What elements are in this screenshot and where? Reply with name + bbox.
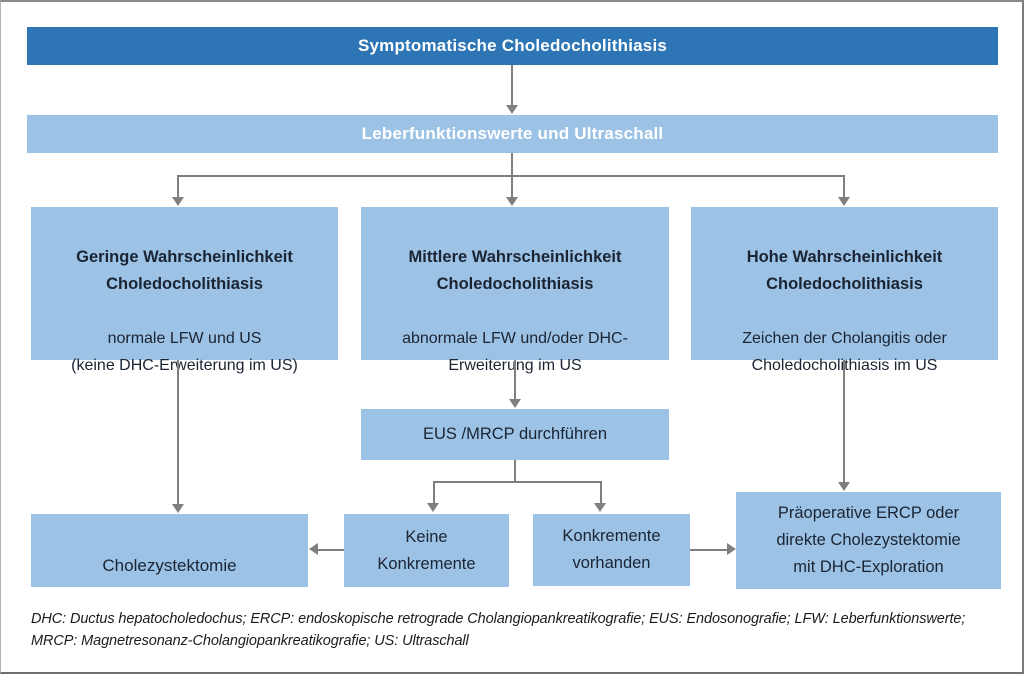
- connector-branch-bar: [177, 175, 845, 177]
- outcome-box-cholecystectomy: Cholezystektomie: [31, 514, 308, 587]
- outcome-box-no-stones: Keine Konkremente: [344, 514, 509, 587]
- connector-split-no-stones: [433, 481, 435, 504]
- probability-box-medium: Mittlere Wahrscheinlichkeit Choledocholi…: [361, 207, 669, 374]
- connector-high-to-preoperative: [843, 360, 845, 483]
- connector-medium-to-procedure: [514, 360, 516, 400]
- connector-branch-low: [177, 175, 179, 199]
- abbreviation-legend: DHC: Ductus hepatocholedochus; ERCP: end…: [31, 611, 966, 649]
- arrowhead-down-icon: [427, 503, 439, 512]
- connector-no-stones-to-cholecystectomy: [318, 549, 344, 551]
- probability-box-low: Geringe Wahrscheinlichkeit Choledocholit…: [31, 207, 338, 374]
- arrowhead-right-icon: [727, 543, 736, 555]
- connector-split-stones: [600, 481, 602, 504]
- probability-box-high-title: Hohe Wahrscheinlichkeit Choledocholithia…: [746, 248, 943, 293]
- arrowhead-left-icon: [309, 543, 318, 555]
- outcome-stones-present-label: Konkremente vorhanden: [562, 527, 661, 572]
- outcome-no-stones-label: Keine Konkremente: [377, 527, 476, 573]
- title-bar-label: Symptomatische Choledocholithiasis: [357, 36, 668, 55]
- connector-title-to-assessment: [511, 65, 513, 106]
- outcome-box-stones-present: Konkremente vorhanden: [533, 514, 690, 586]
- arrowhead-down-icon: [594, 503, 606, 512]
- arrowhead-down-icon: [838, 197, 850, 206]
- connector-branch-high: [843, 175, 845, 199]
- probability-box-high-detail: Zeichen der Cholangitis oder Choledochol…: [742, 330, 947, 374]
- outcome-preoperative-ercp-label: Präoperative ERCP oder direkte Cholezyst…: [776, 504, 961, 576]
- probability-box-medium-title: Mittlere Wahrscheinlichkeit Choledocholi…: [408, 248, 622, 293]
- connector-procedure-stem: [514, 460, 516, 483]
- assessment-bar-label: Leberfunktionswerte und Ultraschall: [361, 124, 664, 143]
- probability-box-low-title: Geringe Wahrscheinlichkeit Choledocholit…: [76, 248, 293, 293]
- assessment-bar: Leberfunktionswerte und Ultraschall: [27, 115, 998, 153]
- arrowhead-down-icon: [172, 504, 184, 513]
- arrowhead-down-icon: [506, 197, 518, 206]
- arrowhead-down-icon: [838, 482, 850, 491]
- probability-box-high: Hohe Wahrscheinlichkeit Choledocholithia…: [691, 207, 998, 374]
- outcome-cholecystectomy-label: Cholezystektomie: [102, 556, 237, 575]
- connector-low-to-cholecystectomy: [177, 360, 179, 505]
- probability-box-low-detail: normale LFW und US (keine DHC-Erweiterun…: [71, 330, 298, 374]
- arrowhead-down-icon: [509, 399, 521, 408]
- procedure-box-eus-mrcp: EUS /MRCP durchführen: [361, 409, 669, 460]
- connector-stones-to-preoperative: [690, 549, 727, 551]
- outcome-box-preoperative-ercp: Präoperative ERCP oder direkte Cholezyst…: [736, 492, 1001, 589]
- title-bar: Symptomatische Choledocholithiasis: [27, 27, 998, 65]
- procedure-box-label: EUS /MRCP durchführen: [422, 425, 608, 443]
- probability-box-medium-detail: abnormale LFW und/oder DHC- Erweiterung …: [402, 330, 628, 374]
- arrowhead-down-icon: [506, 105, 518, 114]
- connector-procedure-split-bar: [433, 481, 602, 483]
- arrowhead-down-icon: [172, 197, 184, 206]
